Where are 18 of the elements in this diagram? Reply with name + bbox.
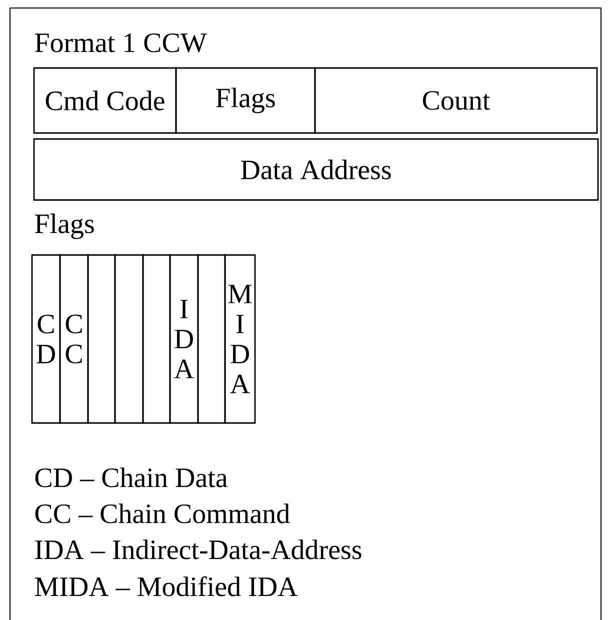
bit-cell xyxy=(142,254,171,424)
field-box: Flags xyxy=(175,67,316,134)
bit-cell xyxy=(197,254,226,424)
field-box: Data Address xyxy=(33,138,599,201)
legend-text: CC – Chain Command xyxy=(35,504,290,524)
field-box: Cmd Code xyxy=(33,67,177,134)
diagram-title: Format 1 CCW xyxy=(35,33,207,52)
bit-cell: M I D A xyxy=(224,254,256,424)
bit-cell xyxy=(87,254,116,424)
field-box: Count xyxy=(314,67,598,134)
bit-cell: C C xyxy=(59,254,89,424)
legend-text: MIDA – Modified IDA xyxy=(35,576,298,596)
legend-text: CD – Chain Data xyxy=(35,468,228,488)
section-heading: Flags xyxy=(35,214,94,240)
bit-cell: I D A xyxy=(169,254,199,424)
bit-cell: C D xyxy=(31,254,61,424)
bit-cell xyxy=(114,254,144,424)
legend-text: IDA – Indirect-Data-Address xyxy=(35,540,362,560)
